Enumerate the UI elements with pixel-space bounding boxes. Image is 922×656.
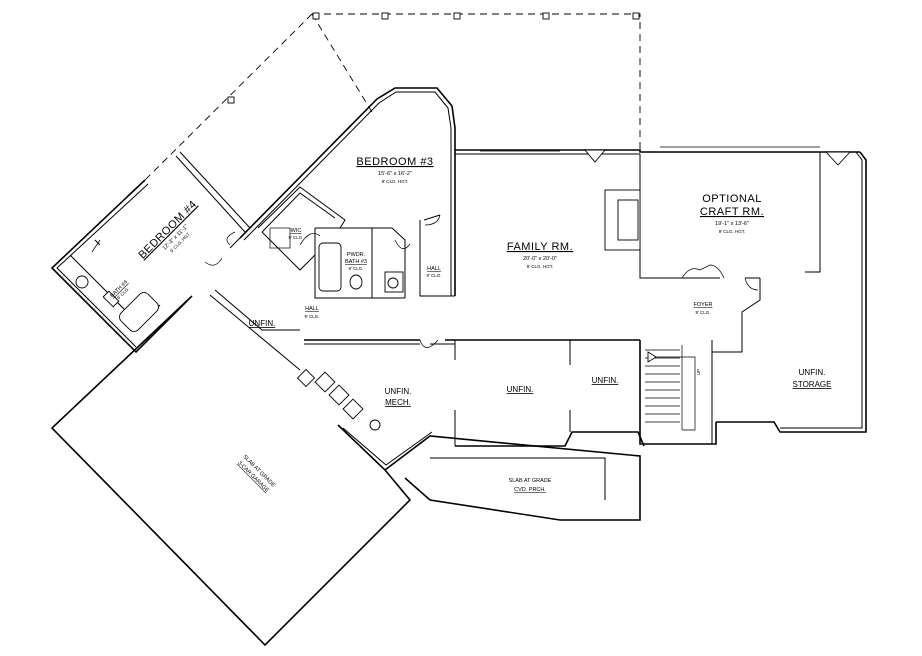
deck-outline — [144, 12, 641, 181]
family-room-ceiling: 9' CLG. HGT. — [527, 264, 554, 269]
foyer-ceiling: 9' CLG. — [695, 310, 710, 315]
unfin-mech-name-1: UNFIN. — [385, 387, 412, 396]
powder-bath-name-1: PWDR. — [347, 252, 366, 258]
hall-lower-label: HALL 9' CLG. — [304, 306, 319, 319]
wic-name: WIC — [291, 228, 302, 234]
foyer-label: FOYER 9' CLG. — [694, 302, 713, 315]
interior-walls — [69, 151, 640, 446]
craft-room-label: OPTIONAL CRAFT RM. 19'-1" x 13'-6" 9' CL… — [700, 193, 764, 234]
unfin-right-label: UNFIN. — [592, 376, 619, 385]
unfin-storage-name-1: UNFIN. — [799, 368, 826, 377]
bedroom-4-name: BEDROOM #4 — [136, 198, 199, 261]
bedroom-3-label: BEDROOM #3 15'-6" x 16'-2" 9' CLG. HGT. — [356, 156, 433, 184]
garage-label: SLAB AT GRADE 3-CAR GARAGE — [236, 454, 276, 494]
unfin-mech-label: UNFIN. MECH. — [385, 387, 412, 407]
powder-bath-ceiling: 9' CLG. — [348, 266, 363, 271]
porch-name-1: SLAB AT GRADE — [509, 478, 552, 484]
family-room-size: 20'-0" x 20'-0" — [523, 256, 557, 262]
hall-right-label: HALL 9' CLG. — [426, 266, 441, 278]
unfin-storage-label: UNFIN. STORAGE — [793, 368, 832, 389]
bath-fixtures — [75, 227, 404, 332]
doors — [91, 214, 759, 348]
hall-lower-ceiling: 9' CLG. — [304, 314, 319, 319]
windows — [480, 146, 852, 166]
unfin-left-label: UNFIN. — [249, 319, 276, 328]
powder-bath-name-2: BATH #3 — [345, 259, 367, 265]
exterior-walls — [50, 87, 867, 647]
hall-right-name: HALL — [427, 266, 441, 272]
stairs — [645, 345, 696, 431]
craft-room-name-2: CRAFT RM. — [700, 206, 764, 218]
family-room-name: FAMILY RM. — [507, 241, 573, 253]
powder-bath-label: PWDR. BATH #3 9' CLG. — [345, 252, 367, 271]
foyer-name: FOYER — [694, 302, 713, 308]
fireplace — [604, 189, 641, 251]
craft-room-name-1: OPTIONAL — [702, 193, 762, 205]
stairs-up-label: UP — [696, 369, 701, 375]
unfin-mech-name-2: MECH. — [385, 398, 411, 407]
unfin-storage-name-2: STORAGE — [793, 380, 832, 389]
hall-lower-name: HALL — [305, 306, 319, 312]
wic-label: WIC 9' CLG. — [288, 228, 303, 240]
bedroom-4-label: BEDROOM #4 12'-3" x 11'-1" 9' CLG. HGT. — [136, 198, 199, 261]
bath-4-label: BATH #4 9' CLG. — [109, 279, 130, 300]
wic-ceiling: 9' CLG. — [288, 235, 303, 240]
bedroom-3-size: 15'-6" x 16'-2" — [378, 171, 412, 177]
craft-room-size: 19'-1" x 13'-6" — [715, 221, 749, 227]
bedroom-3-name: BEDROOM #3 — [356, 156, 433, 168]
unfin-mid-label: UNFIN. — [507, 385, 534, 394]
hall-right-ceiling: 9' CLG. — [426, 273, 441, 278]
porch-name-2: CVD. PRCH. — [514, 487, 546, 493]
family-room-label: FAMILY RM. 20'-0" x 20'-0" 9' CLG. HGT. — [507, 241, 573, 269]
craft-room-ceiling: 9' CLG. HGT. — [719, 229, 746, 234]
bedroom-3-ceiling: 9' CLG. HGT. — [382, 179, 409, 184]
porch-label: SLAB AT GRADE CVD. PRCH. — [509, 478, 552, 493]
